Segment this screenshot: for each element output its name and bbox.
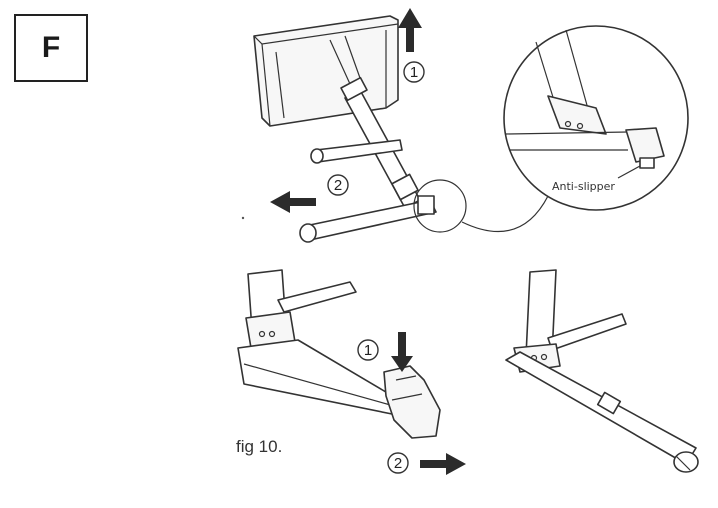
base-foot xyxy=(417,195,435,215)
anti-slipper-label: Anti-slipper xyxy=(552,180,615,193)
step-letter: F xyxy=(41,31,61,64)
figure-caption: fig 10. xyxy=(236,437,282,456)
svg-text:2: 2 xyxy=(334,177,342,194)
marker-top-up: 1 xyxy=(403,61,425,83)
top-chair-illustration xyxy=(253,15,549,243)
marker-bottom-down: 1 xyxy=(357,339,379,361)
arrow-up-icon xyxy=(398,8,422,52)
svg-text:2: 2 xyxy=(394,455,402,472)
arrow-left-icon xyxy=(270,191,316,213)
bottom-right-illustration xyxy=(505,269,699,473)
seat-panel xyxy=(253,15,399,127)
arrow-down-icon xyxy=(391,332,413,372)
arrow-right-icon xyxy=(420,453,466,475)
tube-clamp xyxy=(340,76,368,102)
svg-text:1: 1 xyxy=(410,64,418,81)
zoom-source-circle xyxy=(413,179,467,233)
anti-slipper-pad xyxy=(639,157,655,169)
tube-joint xyxy=(391,173,419,201)
svg-text:1: 1 xyxy=(364,342,372,359)
lower-base-bar xyxy=(304,199,437,241)
bottom-left-illustration xyxy=(237,269,441,439)
marker-top-left: 2 xyxy=(327,174,349,196)
zoom-detail: Anti-slipper xyxy=(503,25,689,211)
foot-assembly xyxy=(383,365,441,439)
marker-bottom-right: 2 xyxy=(387,452,409,474)
step-label-box: F xyxy=(14,14,88,82)
